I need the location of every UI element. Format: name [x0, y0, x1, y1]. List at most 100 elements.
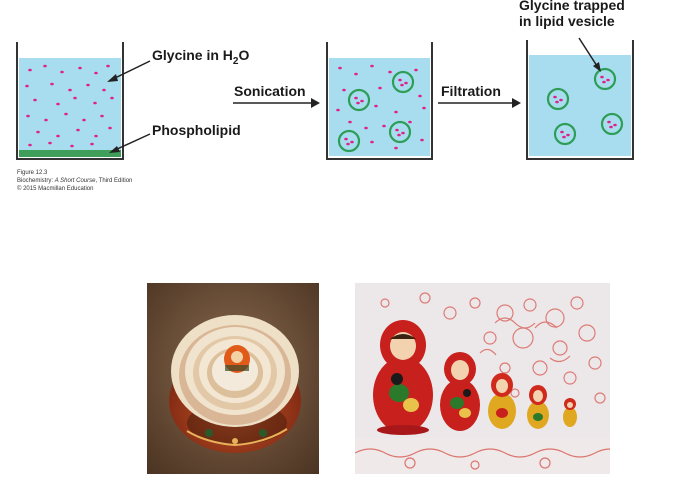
- glycine-dot: [606, 78, 610, 82]
- glycine-dot: [25, 84, 29, 88]
- glycine-dot: [370, 64, 374, 68]
- glycine-dot: [395, 128, 399, 132]
- glycine-dot: [562, 135, 566, 139]
- pointer-arrow-phospholipid: [109, 133, 151, 153]
- beaker-outline-3: [526, 40, 634, 160]
- glycine-dot: [33, 98, 37, 102]
- beaker-2: [326, 42, 433, 160]
- glycine-dot: [56, 134, 60, 138]
- glycine-dot: [68, 88, 72, 92]
- label-trapped-line2: in lipid vesicle: [519, 13, 615, 29]
- glycine-dot: [110, 96, 114, 100]
- lipid-vesicle: [388, 120, 412, 144]
- glycine-dot: [394, 110, 398, 114]
- nested-dolls-illustration: [147, 283, 319, 474]
- glycine-dot: [94, 134, 98, 138]
- doll-fourth: [527, 385, 549, 429]
- matryoshka-row-illustration: [355, 283, 610, 474]
- glycine-dot: [350, 140, 354, 144]
- water-fill-3: [529, 55, 631, 156]
- glycine-dot: [90, 142, 94, 146]
- photo-matryoshka-row: [355, 283, 610, 474]
- glycine-dot: [348, 120, 352, 124]
- glycine-dot: [28, 143, 32, 147]
- glycine-dot: [420, 138, 424, 142]
- glycine-dot: [388, 70, 392, 74]
- glycine-dot: [600, 75, 604, 79]
- glycine-dot: [44, 118, 48, 122]
- water-fill-2: [329, 58, 430, 156]
- filtration-arrow: [438, 98, 521, 108]
- vesicles-2: [337, 70, 415, 153]
- glycine-dot: [354, 96, 358, 100]
- glycine-dot: [364, 126, 368, 130]
- water-fill-1: [19, 58, 121, 156]
- glycine-dot: [344, 137, 348, 141]
- sonication-arrow: [233, 98, 320, 108]
- figure-caption: Figure 12.3 Biochemistry: A Short Course…: [17, 169, 132, 193]
- glycine-dot: [26, 114, 30, 118]
- glycine-dot: [394, 146, 398, 150]
- glycine-dots-1: [25, 64, 114, 148]
- label-phospholipid: Phospholipid: [152, 122, 241, 138]
- glycine-dot: [370, 140, 374, 144]
- doll-largest: [373, 320, 433, 435]
- beaker-outline-1: [16, 42, 124, 160]
- glycine-dot: [360, 99, 364, 103]
- glycine-dot: [50, 82, 54, 86]
- glycine-dot: [100, 114, 104, 118]
- glycine-dot: [602, 80, 606, 84]
- glycine-dot: [555, 100, 559, 104]
- glycine-dot: [70, 144, 74, 148]
- lipid-vesicle: [553, 122, 577, 146]
- glycine-dot: [64, 112, 68, 116]
- glycine-dot: [48, 141, 52, 145]
- glycine-dot: [28, 68, 32, 72]
- glycine-dot: [401, 131, 405, 135]
- glycine-dot: [398, 78, 402, 82]
- glycine-dot: [382, 124, 386, 128]
- glycine-dot: [559, 98, 563, 102]
- glycine-dot: [93, 101, 97, 105]
- glycine-dot: [553, 95, 557, 99]
- glycine-dot: [414, 68, 418, 72]
- glycine-dot: [566, 133, 570, 137]
- glycine-dot: [422, 106, 426, 110]
- glycine-dot: [609, 125, 613, 129]
- doll-smallest: [563, 398, 577, 427]
- photo-nested-dolls: [147, 283, 319, 474]
- glycine-dot: [78, 66, 82, 70]
- glycine-dot: [356, 101, 360, 105]
- doll-third: [488, 373, 516, 429]
- glycine-dot: [607, 120, 611, 124]
- glycine-dot: [354, 72, 358, 76]
- glycine-dot: [338, 66, 342, 70]
- glycine-dot: [418, 94, 422, 98]
- glycine-dot: [60, 70, 64, 74]
- pointer-arrow-glycine: [107, 60, 151, 82]
- label-trapped-line1: Glycine trapped: [519, 0, 625, 13]
- glycine-dot: [404, 81, 408, 85]
- glycine-dot: [342, 88, 346, 92]
- glycine-dot: [108, 126, 112, 130]
- caption-figure-number: Figure 12.3: [17, 170, 48, 176]
- glycine-dot: [400, 83, 404, 87]
- glycine-dot: [374, 104, 378, 108]
- glycine-dot: [346, 142, 350, 146]
- caption-copyright: © 2015 Macmillan Education: [17, 186, 94, 192]
- beaker-3: [526, 40, 634, 160]
- glycine-dot: [43, 64, 47, 68]
- glycine-dot: [86, 83, 90, 87]
- glycine-dots-2: [336, 64, 426, 150]
- doll-second: [440, 352, 480, 431]
- glycine-dot: [76, 128, 80, 132]
- glycine-dot: [397, 133, 401, 137]
- embroidery-pattern: [380, 292, 606, 404]
- label-sonication: Sonication: [234, 83, 306, 99]
- caption-book-title: Biochemistry: A Short Course, Third Edit…: [17, 178, 133, 184]
- glycine-dot: [36, 130, 40, 134]
- glycine-dot: [613, 123, 617, 127]
- glycine-dot: [336, 108, 340, 112]
- glycine-dot: [378, 86, 382, 90]
